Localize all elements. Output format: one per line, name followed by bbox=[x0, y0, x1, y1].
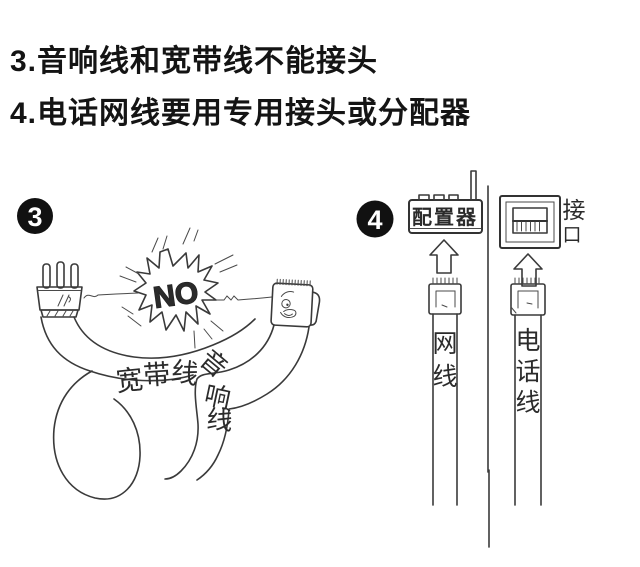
power-plug bbox=[36, 261, 83, 318]
plug-scribble bbox=[57, 294, 71, 307]
up-arrow-left bbox=[429, 239, 459, 274]
panel4-illustration: 4 配置器 接 口 bbox=[356, 170, 586, 548]
right-contact-line bbox=[213, 295, 273, 301]
divider-line bbox=[487, 185, 490, 548]
svg-text:线: 线 bbox=[169, 356, 200, 390]
svg-text:话: 话 bbox=[515, 358, 540, 386]
title-rule-3: 3.音响线和宽带线不能接头 bbox=[10, 45, 379, 78]
svg-text:网: 网 bbox=[432, 330, 457, 358]
svg-text:响: 响 bbox=[202, 380, 234, 415]
rj45-connector bbox=[428, 277, 462, 315]
badge-4: 4 bbox=[356, 200, 394, 238]
badge-3-number: 3 bbox=[27, 202, 42, 232]
svg-text:口: 口 bbox=[562, 225, 581, 246]
svg-text:线: 线 bbox=[432, 363, 457, 391]
broadband-cable-label: 宽 带 线 bbox=[114, 356, 200, 397]
badge-4-number: 4 bbox=[367, 205, 382, 235]
svg-text:宽: 宽 bbox=[114, 364, 144, 397]
network-cable-label: 网 线 bbox=[432, 330, 457, 391]
network-cable bbox=[432, 313, 458, 506]
connector-teeth bbox=[276, 278, 311, 287]
phone-cable-label: 电 话 线 bbox=[515, 327, 540, 417]
svg-text:带: 带 bbox=[142, 359, 171, 391]
audio-cable-label: 音 响 线 bbox=[194, 344, 233, 436]
badge-3: 3 bbox=[17, 198, 53, 234]
wall-port bbox=[499, 195, 561, 249]
phone-cable bbox=[514, 314, 542, 506]
explosion-rays bbox=[119, 227, 238, 349]
rj11-connector bbox=[510, 277, 546, 316]
connector-clip bbox=[310, 291, 321, 326]
svg-text:接: 接 bbox=[563, 197, 586, 223]
svg-text:线: 线 bbox=[206, 404, 234, 436]
wall-port-label: 接 口 bbox=[562, 197, 585, 246]
no-explosion: NO bbox=[119, 227, 238, 349]
audio-cable bbox=[164, 324, 310, 481]
router-antenna bbox=[470, 170, 477, 201]
panel3-illustration: 3 bbox=[17, 198, 321, 500]
left-contact-line bbox=[83, 292, 139, 299]
svg-text:线: 线 bbox=[515, 389, 540, 417]
title-rule-4: 4.电话网线要用专用接头或分配器 bbox=[10, 97, 472, 130]
audio-connector-face bbox=[270, 278, 321, 328]
no-label: NO bbox=[151, 276, 200, 315]
svg-text:电: 电 bbox=[515, 327, 540, 355]
router-device: 配置器 bbox=[408, 170, 483, 234]
broadband-cable bbox=[40, 316, 256, 500]
up-arrow-right bbox=[513, 253, 543, 287]
wink-face bbox=[280, 291, 297, 319]
router-label: 配置器 bbox=[412, 206, 478, 229]
